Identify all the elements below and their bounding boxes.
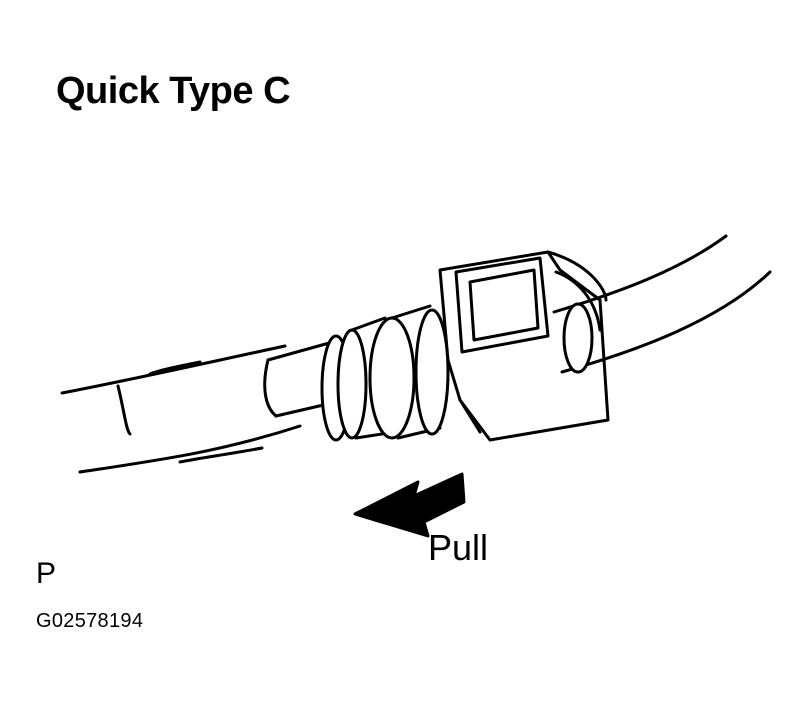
pull-label: Pull	[428, 527, 489, 568]
connector-rings	[320, 304, 450, 442]
view-letter: P	[36, 557, 57, 590]
fuel-tube	[60, 344, 302, 474]
figure-id: G02578194	[36, 610, 144, 632]
diagram-title: Quick Type C	[56, 70, 291, 112]
nylon-tube	[552, 234, 772, 374]
retainer-clip	[438, 250, 610, 442]
pull-arrow-icon	[353, 472, 466, 538]
